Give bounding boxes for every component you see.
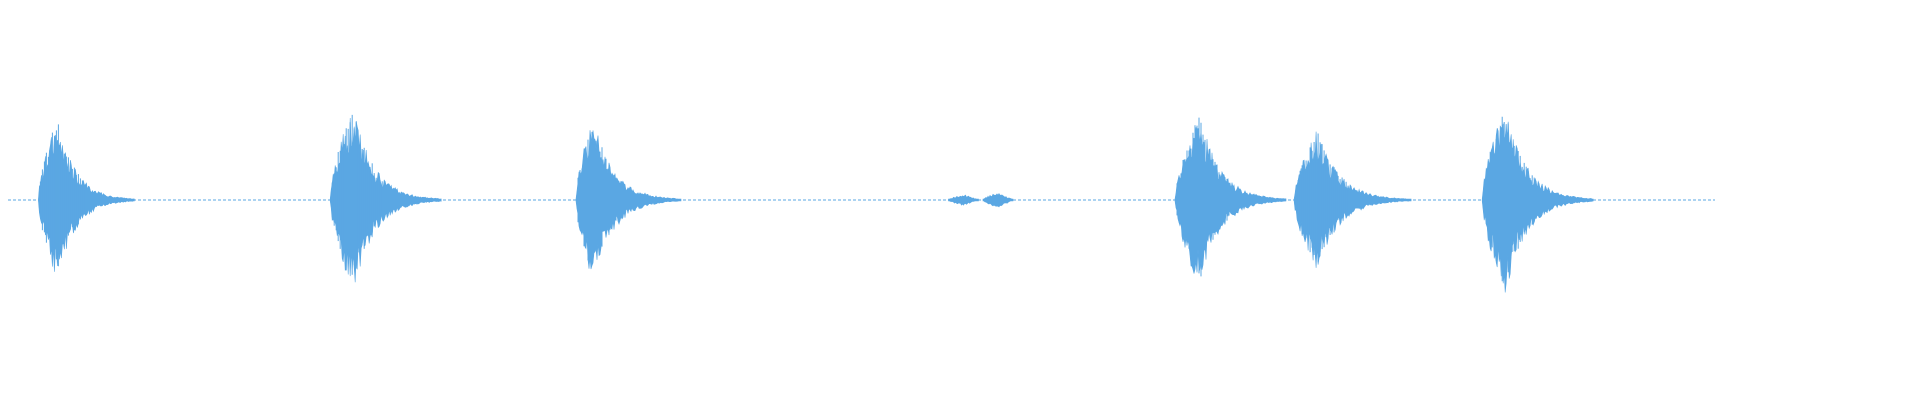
- sound-burst-1: [38, 124, 135, 272]
- soft-blip-1: [948, 194, 979, 206]
- soft-blip-2: [982, 193, 1014, 208]
- sound-burst-2: [329, 114, 442, 283]
- sound-burst-4: [1174, 117, 1287, 277]
- sound-burst-3: [575, 130, 682, 270]
- sound-burst-6: [1481, 116, 1594, 293]
- sound-burst-5: [1293, 131, 1412, 268]
- sound-burst-4-shape: [1174, 127, 1287, 274]
- sound-burst-2-shape: [329, 117, 442, 283]
- waveform-events-group: [38, 114, 1594, 293]
- soft-blip-1-shape: [948, 194, 979, 206]
- sound-burst-6-shape: [1481, 121, 1594, 293]
- soft-blip-2-shape: [982, 193, 1014, 208]
